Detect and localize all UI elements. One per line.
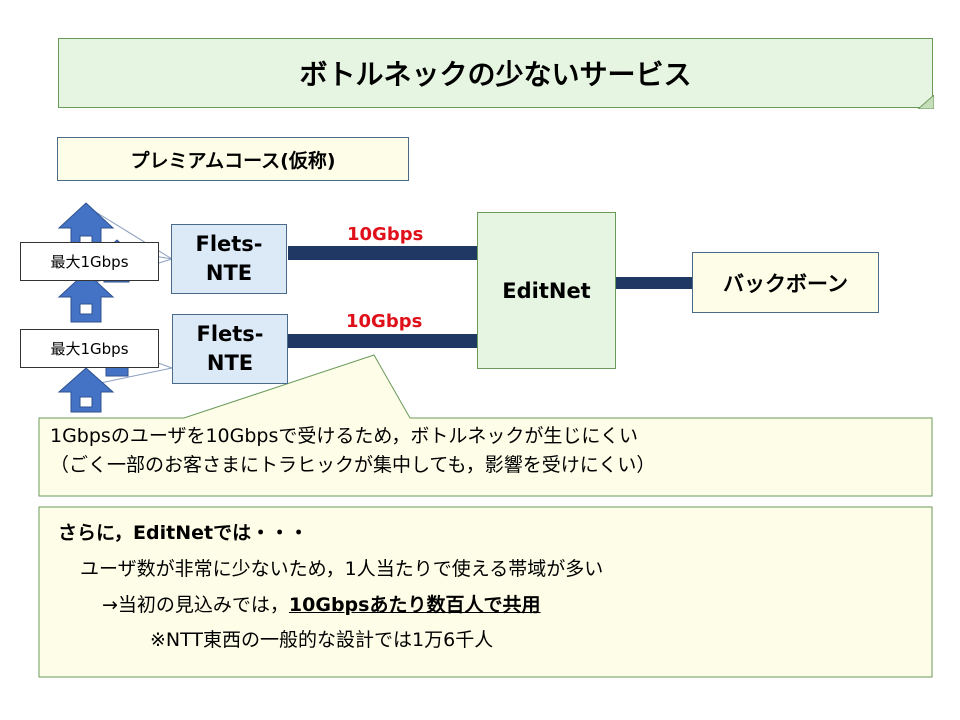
note-fold-corner [918,95,934,109]
info-heading: さらに，EditNetでは・・・ [58,522,309,544]
page-title: ボトルネックの少ないサービス [299,58,692,91]
info-line-2: →当初の見込みでは，10Gbpsあたり数百人で共用 [102,590,540,617]
editnet-label: EditNet [502,278,591,303]
callout-shape [38,354,933,497]
link-bottom-speed: 10Gbps [346,311,423,332]
link-backbone [616,277,693,289]
nte-top-line2: NTE [205,261,253,285]
user-limit-top-label: 最大1Gbps [50,253,129,271]
info-line-3: ※NTT東西の一般的な設計では1万6千人 [150,629,494,651]
info-line-2-prefix: →当初の見込みでは， [102,594,289,616]
house-icon-3 [57,271,115,323]
callout-line-1: 1Gbpsのユーザを10Gbpsで受けるため，ボトルネックが生じにくい [50,425,639,447]
title-note: ボトルネックの少ないサービス [58,38,933,108]
link-bottom [288,334,478,348]
nte-bottom-line1: Flets- [196,322,264,346]
user-limit-top: 最大1Gbps [20,242,159,281]
user-limit-bottom-label: 最大1Gbps [50,340,129,358]
info-text: さらに，EditNetでは・・・ ユーザ数が非常に少ないため，1人当たりで使える… [58,518,918,668]
info-line-1: ユーザ数が非常に少ないため，1人当たりで使える帯域が多い [80,558,604,580]
editnet-node: EditNet [477,212,616,369]
info-line-2-highlight: 10Gbpsあたり数百人で共用 [288,594,541,616]
callout-line-2: （ごく一部のお客さまにトラヒックが集中しても，影響を受けにくい） [50,454,656,476]
link-top-speed: 10Gbps [347,224,424,245]
flets-nte-bottom: Flets- NTE [172,314,288,384]
link-top [288,246,478,260]
info-panel [38,506,933,678]
backbone-node: バックボーン [692,252,879,313]
course-name-box: プレミアムコース(仮称) [57,137,409,181]
backbone-label: バックボーン [723,271,848,296]
user-limit-bottom: 最大1Gbps [20,329,159,368]
flets-nte-top: Flets- NTE [171,224,287,294]
callout-text: 1Gbpsのユーザを10Gbpsで受けるため，ボトルネックが生じにくい （ごく一… [50,422,920,488]
nte-top-line1: Flets- [195,232,263,256]
nte-bottom-line2: NTE [206,351,254,375]
course-name: プレミアムコース(仮称) [130,149,336,172]
house-icon-5 [57,367,115,413]
